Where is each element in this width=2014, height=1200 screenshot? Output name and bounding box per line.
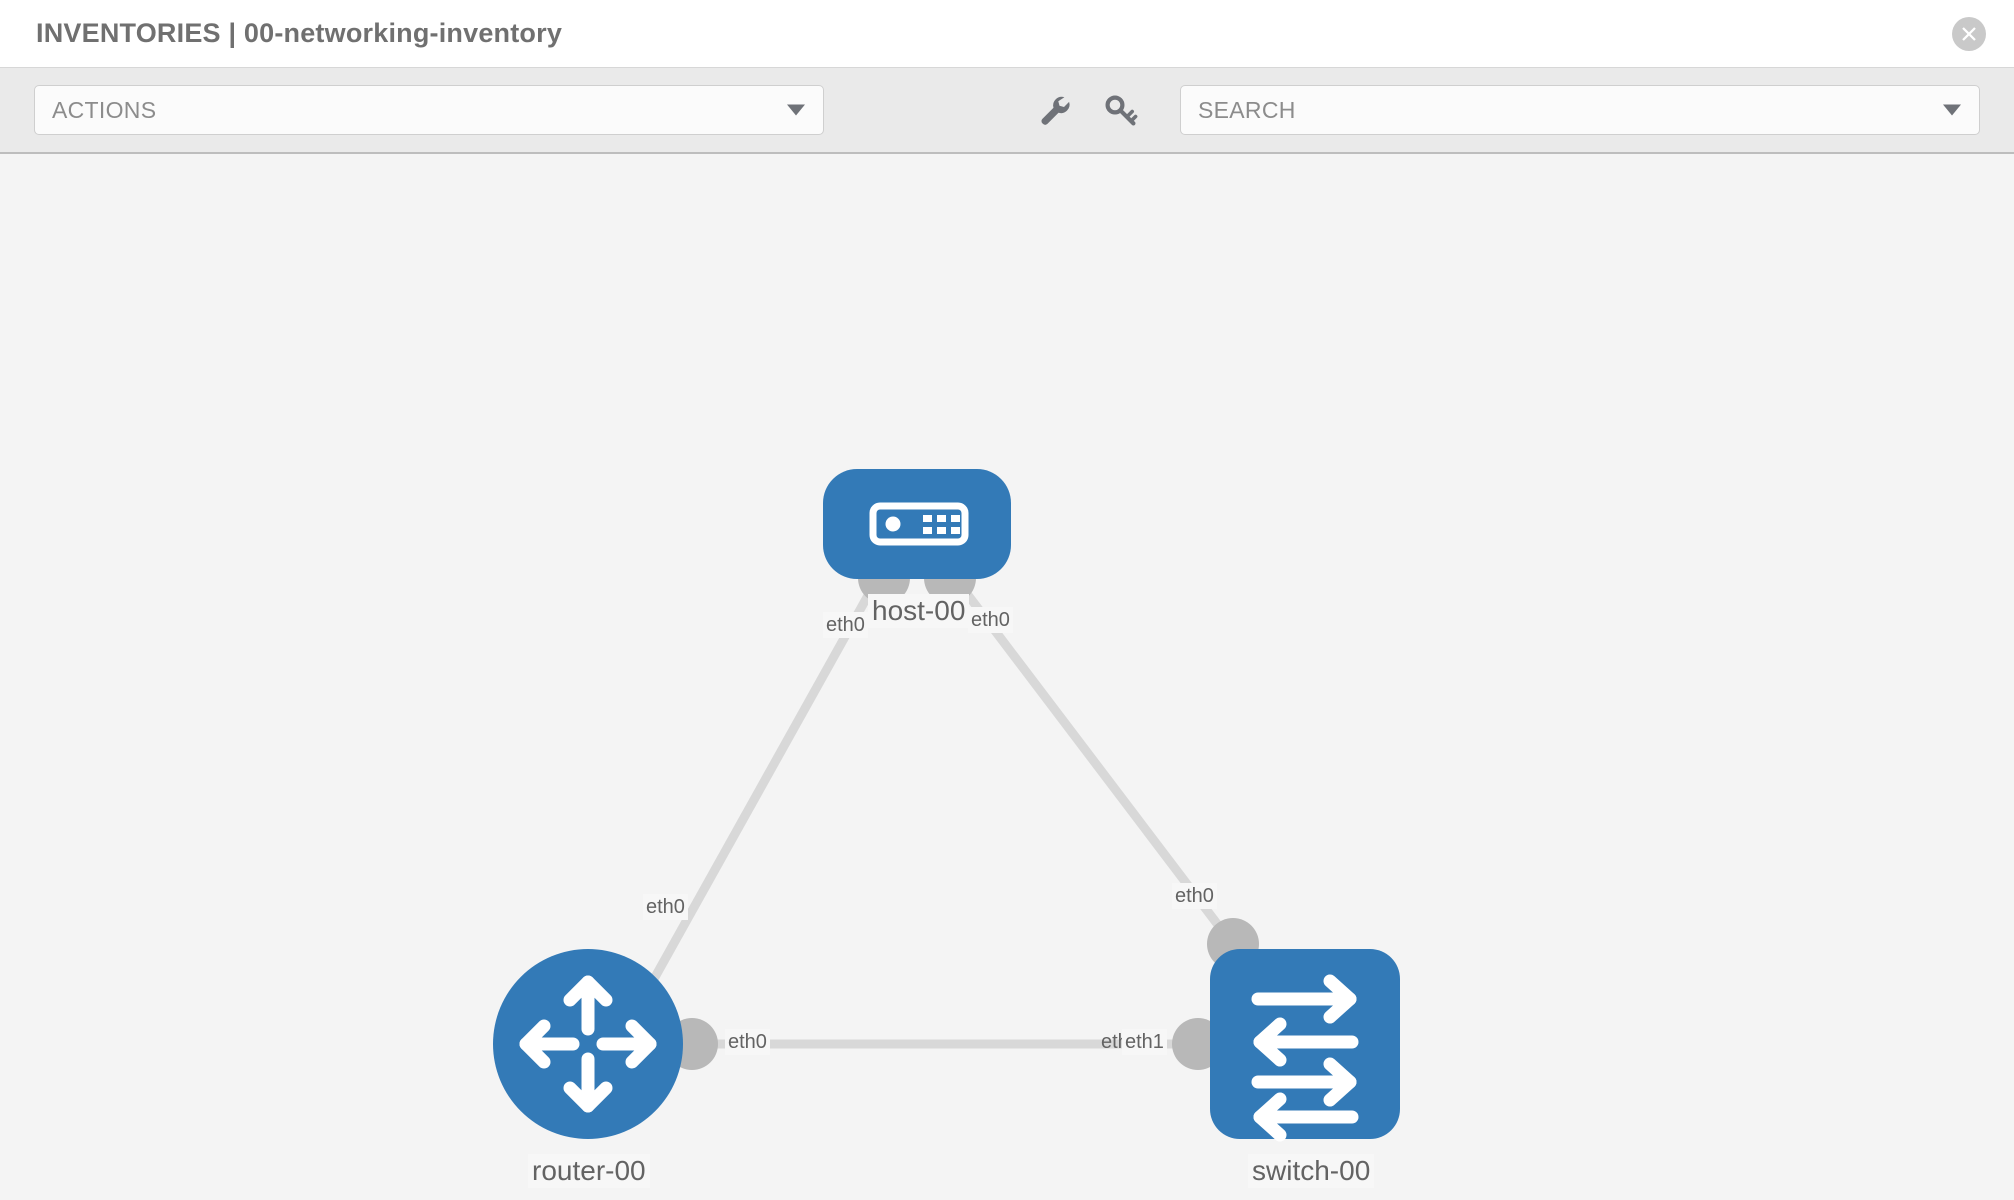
port-label-host-left: eth0 <box>823 612 868 638</box>
actions-dropdown-label: ACTIONS <box>52 96 157 123</box>
topology-toolbar: ACTIONS SEARCH <box>0 68 2014 154</box>
node-label-switch-00: switch-00 <box>1248 1154 1375 1188</box>
toolbar-icon-group <box>1035 91 1139 129</box>
topology-graph <box>493 469 1400 1142</box>
node-label-host-00: host-00 <box>868 594 970 628</box>
port-label-switch-to-router: eth1 <box>1122 1029 1167 1055</box>
node-label-router-00: router-00 <box>528 1154 650 1188</box>
page-title: INVENTORIES | 00-networking-inventory <box>36 18 563 48</box>
port-label-router-to-host: eth0 <box>643 894 688 920</box>
node-host-00 <box>823 469 1011 579</box>
key-icon[interactable] <box>1101 91 1139 129</box>
actions-dropdown[interactable]: ACTIONS <box>34 85 824 135</box>
node-router-00 <box>493 949 683 1139</box>
page-header: INVENTORIES | 00-networking-inventory <box>0 0 2014 68</box>
chevron-down-icon <box>787 104 805 116</box>
chevron-down-icon <box>1943 104 1961 116</box>
close-button[interactable] <box>1952 16 1986 51</box>
close-icon <box>1962 26 1976 41</box>
port-label-router-to-switch: eth0 <box>725 1029 770 1055</box>
topology-ports <box>666 552 1259 1070</box>
port-label-host-right: eth0 <box>968 607 1013 633</box>
topology-canvas[interactable]: host-00 eth0 eth0 router-00 eth0 eth0 sw… <box>0 154 2014 1200</box>
search-input[interactable]: SEARCH <box>1180 85 1980 135</box>
topology-links <box>636 571 1244 1049</box>
wrench-icon[interactable] <box>1035 91 1073 129</box>
port-label-switch-to-host: eth0 <box>1172 883 1217 909</box>
search-placeholder: SEARCH <box>1198 96 1296 123</box>
port-label-switch-to-router-underlay: eth <box>1101 1031 1129 1053</box>
node-switch-00 <box>1210 949 1400 1142</box>
link-host-router <box>636 571 884 1007</box>
